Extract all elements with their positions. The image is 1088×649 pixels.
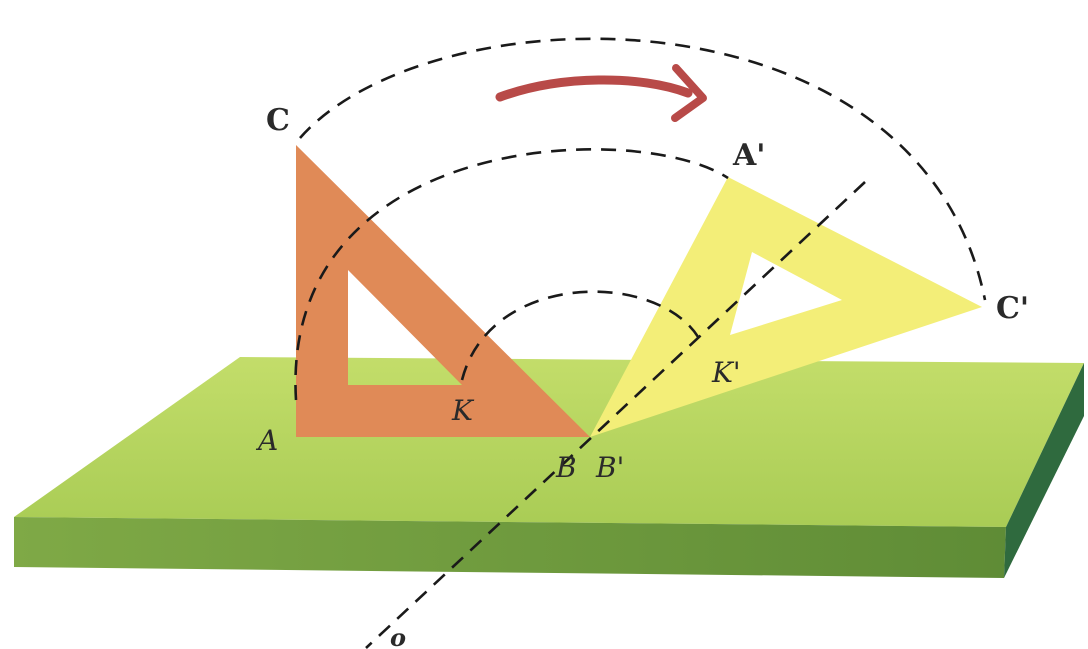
label-k: K <box>451 394 475 427</box>
orange-triangle <box>296 145 590 437</box>
label-a: A <box>255 424 278 457</box>
board-front-face <box>14 517 1006 578</box>
rotation-axis-o <box>365 181 866 649</box>
yellow-triangle-shape <box>590 177 982 437</box>
middle-arc-a-to-a-prime <box>294 148 729 401</box>
rotation-arcs <box>294 37 987 401</box>
arrow-head <box>671 64 707 122</box>
label-k-prime: K' <box>711 356 741 389</box>
label-a-prime: A' <box>732 138 765 173</box>
label-c-prime: C' <box>996 291 1029 326</box>
yellow-triangle <box>590 177 982 437</box>
board-side-face <box>1004 363 1084 578</box>
green-board <box>14 357 1084 578</box>
label-b-prime: B' <box>595 451 624 484</box>
direction-arrow <box>495 64 707 122</box>
arrow-shaft <box>495 75 693 102</box>
inner-arc-k-to-k-prime <box>460 290 702 381</box>
label-axis-o: o <box>390 623 406 649</box>
label-b: B <box>555 451 577 484</box>
label-c: C <box>266 103 290 138</box>
board-top-face <box>14 357 1084 527</box>
orange-triangle-shape <box>296 145 590 437</box>
